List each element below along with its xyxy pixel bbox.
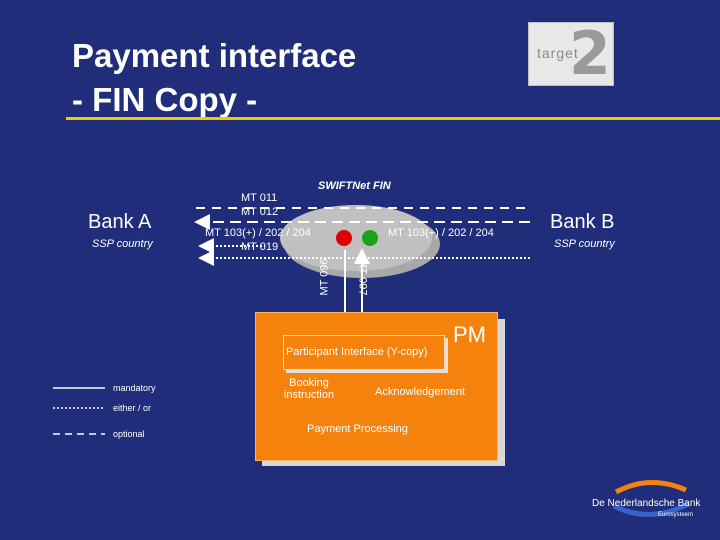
page-title: Payment interface - FIN Copy - [72,34,512,122]
booking-instruction-label: Booking instruction [282,377,336,401]
legend-either-or-label: either / or [113,403,152,413]
target2-logo: 2 target [528,22,614,86]
bank-a-name: Bank A [88,211,152,233]
bank-a-subtitle: SSP country [92,238,153,250]
legend-mandatory-label: mandatory [113,383,156,393]
booking-instruction-line-1: Booking [289,377,329,389]
dnb-eurosystem: Eurosysteem [658,512,694,518]
msg-mt096: MT 096 [318,258,331,296]
swiftnet-label: SWIFTNet FIN [318,180,391,192]
msg-mt012: MT 012 [241,206,279,218]
msg-mt103-right: MT 103(+) / 202 / 204 [388,227,494,239]
title-line-2: - FIN Copy - [72,81,258,118]
acknowledgement-label: Acknowledgement [375,386,465,398]
pm-label: PM [453,322,486,347]
logo-number: 2 [569,22,611,86]
participant-interface-box [283,335,445,370]
green-light [362,230,378,246]
red-light [336,230,352,246]
bank-b-subtitle: SSP country [554,238,615,250]
msg-mt019: MT 019 [241,241,279,253]
logo-text: target [537,45,579,61]
booking-instruction-line-2: instruction [283,389,335,401]
title-line-1: Payment interface [72,37,357,74]
title-underline [66,117,720,120]
msg-mt103-left: MT 103(+) / 202 / 204 [205,227,311,239]
legend-optional-label: optional [113,429,145,439]
dnb-logo-mark [612,479,690,517]
msg-mt097: MT 097 [356,258,369,296]
dnb-name: De Nederlandsche Bank [592,498,701,509]
bank-b-name: Bank B [550,211,615,233]
msg-mt011: MT 011 [241,192,278,204]
payment-processing-label: Payment Processing [307,423,408,435]
participant-interface-label: Participant Interface (Y-copy) [286,346,428,358]
